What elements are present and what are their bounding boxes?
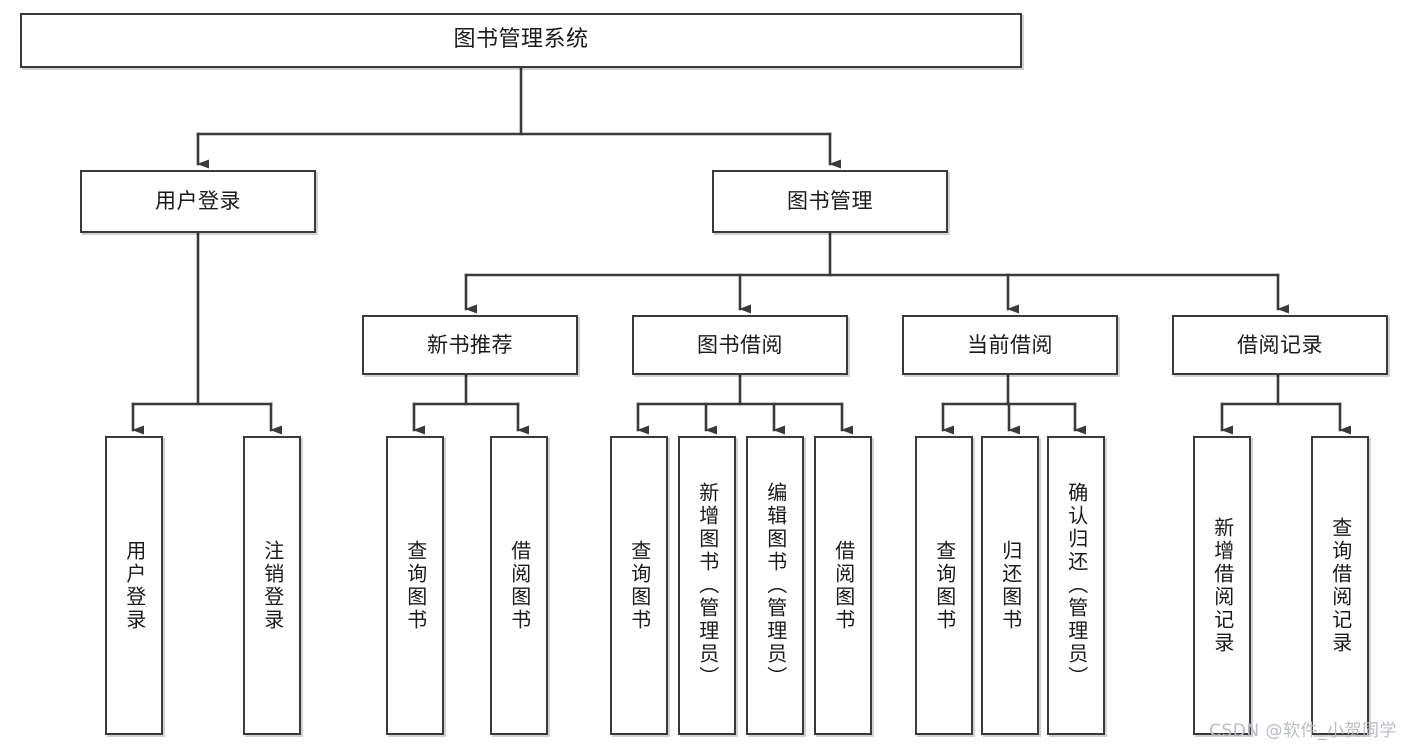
leaf-current-borrow-query[interactable]: 查询图书: [915, 436, 973, 735]
leaf-new-book-borrow[interactable]: 借阅图书: [490, 436, 548, 735]
node-label: 借阅图书: [507, 539, 532, 632]
node-label: 确认归还（管理员）: [1064, 482, 1089, 689]
node-borrow-record[interactable]: 借阅记录: [1172, 315, 1388, 375]
leaf-current-borrow-confirm[interactable]: 确认归还（管理员）: [1047, 436, 1105, 735]
node-label: 图书管理系统: [453, 27, 589, 53]
node-label: 用户登录: [155, 189, 241, 214]
node-label: 查询图书: [932, 539, 957, 632]
node-label: 借阅记录: [1237, 332, 1323, 357]
node-label: 用户登录: [122, 539, 147, 632]
leaf-book-borrow-edit[interactable]: 编辑图书（管理员）: [746, 436, 804, 735]
node-label: 新增图书（管理员）: [695, 482, 720, 689]
node-label: 新增借阅记录: [1210, 516, 1235, 655]
leaf-book-borrow-borrow[interactable]: 借阅图书: [814, 436, 872, 735]
node-label: 新书推荐: [427, 332, 513, 357]
leaf-book-borrow-query[interactable]: 查询图书: [610, 436, 668, 735]
leaf-user-login-login[interactable]: 用户登录: [105, 436, 163, 735]
node-label: 当前借阅: [967, 332, 1053, 357]
node-new-book-recommend[interactable]: 新书推荐: [362, 315, 578, 375]
node-label: 查询借阅记录: [1328, 516, 1353, 655]
node-current-borrow[interactable]: 当前借阅: [902, 315, 1118, 375]
node-label: 图书借阅: [697, 332, 783, 357]
leaf-borrow-record-add[interactable]: 新增借阅记录: [1193, 436, 1251, 735]
node-label: 归还图书: [998, 539, 1023, 632]
leaf-book-borrow-add[interactable]: 新增图书（管理员）: [678, 436, 736, 735]
node-label: 查询图书: [627, 539, 652, 632]
node-label: 图书管理: [787, 189, 873, 214]
leaf-current-borrow-return[interactable]: 归还图书: [981, 436, 1039, 735]
leaf-user-login-logout[interactable]: 注销登录: [243, 436, 301, 735]
node-user-login[interactable]: 用户登录: [80, 170, 316, 233]
leaf-borrow-record-query[interactable]: 查询借阅记录: [1311, 436, 1369, 735]
node-label: 编辑图书（管理员）: [763, 482, 788, 689]
node-book-borrow[interactable]: 图书借阅: [632, 315, 848, 375]
node-label: 注销登录: [260, 539, 285, 632]
node-label: 查询图书: [403, 539, 428, 632]
node-root-book-management-system[interactable]: 图书管理系统: [20, 13, 1022, 68]
node-book-management[interactable]: 图书管理: [712, 170, 948, 233]
node-label: 借阅图书: [831, 539, 856, 632]
leaf-new-book-query[interactable]: 查询图书: [386, 436, 444, 735]
